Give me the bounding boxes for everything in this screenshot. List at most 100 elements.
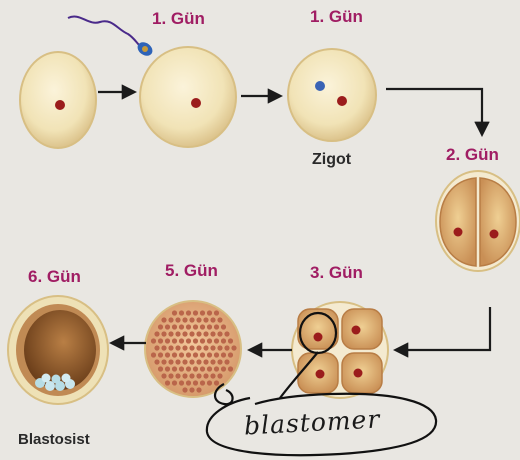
morula-cell <box>179 352 184 357</box>
morula-cell <box>172 338 177 343</box>
morula-cell <box>168 345 173 350</box>
label-day-three: 3. Gün <box>310 264 363 281</box>
label-day-six: 6. Gün <box>28 268 81 285</box>
sperm-icon <box>68 16 155 58</box>
morula-cell <box>196 345 201 350</box>
morula-cell <box>189 331 194 336</box>
morula-cell <box>221 324 226 329</box>
morula-cell <box>161 331 166 336</box>
morula-cell <box>182 359 187 364</box>
morula-cell <box>200 338 205 343</box>
morula-cell <box>186 366 191 371</box>
morula-cell <box>154 359 159 364</box>
morula-cell <box>203 359 208 364</box>
morula-cell <box>186 310 191 315</box>
morula-cell <box>217 373 222 378</box>
morula-cell <box>158 366 163 371</box>
morula-cell <box>193 324 198 329</box>
morula-cell <box>203 331 208 336</box>
egg-nucleus <box>55 100 65 110</box>
morula-cell <box>224 345 229 350</box>
morula-cell <box>217 317 222 322</box>
morula-cell <box>214 324 219 329</box>
label-day-five: 5. Gün <box>165 262 218 279</box>
morula-cell <box>203 345 208 350</box>
egg-nucleus <box>191 98 201 108</box>
arrow-down-3 <box>386 89 482 134</box>
morula-cell <box>207 324 212 329</box>
morula-cell <box>210 359 215 364</box>
morula-cell <box>214 380 219 385</box>
morula-cell <box>210 317 215 322</box>
morula-cell <box>193 366 198 371</box>
morula-cell <box>221 352 226 357</box>
label-zygote: Zigot <box>312 152 351 168</box>
label-day-zygote: 1. Gün <box>310 8 363 25</box>
morula-cell <box>165 324 170 329</box>
morula-cell <box>186 324 191 329</box>
morula-cell <box>179 324 184 329</box>
morula-cell <box>151 338 156 343</box>
morula-cell <box>182 317 187 322</box>
morula-cell <box>207 366 212 371</box>
morula-cell <box>196 387 201 392</box>
morula-cell <box>210 331 215 336</box>
morula-cell <box>207 380 212 385</box>
morula-cell <box>214 366 219 371</box>
morula-cell <box>196 331 201 336</box>
morula-cell <box>168 317 173 322</box>
morula-cell <box>193 380 198 385</box>
morula-cell <box>203 373 208 378</box>
morula-cell <box>165 380 170 385</box>
morula-cell <box>158 352 163 357</box>
zygote-cell <box>288 49 376 141</box>
morula-cell <box>175 373 180 378</box>
sperm-pronucleus <box>315 81 325 91</box>
morula-cell <box>168 359 173 364</box>
morula-cell <box>168 331 173 336</box>
morula-cell <box>200 324 205 329</box>
morula-cell <box>161 345 166 350</box>
morula-cell <box>189 359 194 364</box>
morula-cell <box>154 345 159 350</box>
morula-cell <box>172 324 177 329</box>
morula-cell <box>182 387 187 392</box>
morula-cell <box>186 352 191 357</box>
morula-cell <box>189 345 194 350</box>
morula-cell <box>189 387 194 392</box>
morula-cell <box>207 338 212 343</box>
morula-cell <box>200 310 205 315</box>
morula-cell <box>168 373 173 378</box>
morula-cell <box>172 310 177 315</box>
egg-pronucleus <box>337 96 347 106</box>
morula-cell <box>165 352 170 357</box>
morula-cell <box>228 338 233 343</box>
morula-cell <box>182 331 187 336</box>
morula-cell <box>200 380 205 385</box>
morula-cell <box>221 366 226 371</box>
morula-cell <box>179 338 184 343</box>
morula-cell <box>231 345 236 350</box>
morula-cell <box>161 373 166 378</box>
morula-cell <box>193 352 198 357</box>
morula-cell <box>196 359 201 364</box>
blastocyst <box>8 296 108 404</box>
morula-cell <box>182 345 187 350</box>
morula-cell <box>217 331 222 336</box>
morula-cell <box>179 366 184 371</box>
morula-cell <box>207 310 212 315</box>
morula-cell <box>217 345 222 350</box>
morula-cell <box>179 380 184 385</box>
morula-cell <box>200 366 205 371</box>
egg-cell <box>20 52 96 148</box>
morula <box>145 301 241 397</box>
morula-cell <box>207 352 212 357</box>
morula-cell <box>193 338 198 343</box>
label-day-two: 2. Gün <box>446 146 499 163</box>
morula-cell <box>154 331 159 336</box>
morula-cell <box>165 338 170 343</box>
morula-cell <box>228 366 233 371</box>
morula-cell <box>224 331 229 336</box>
